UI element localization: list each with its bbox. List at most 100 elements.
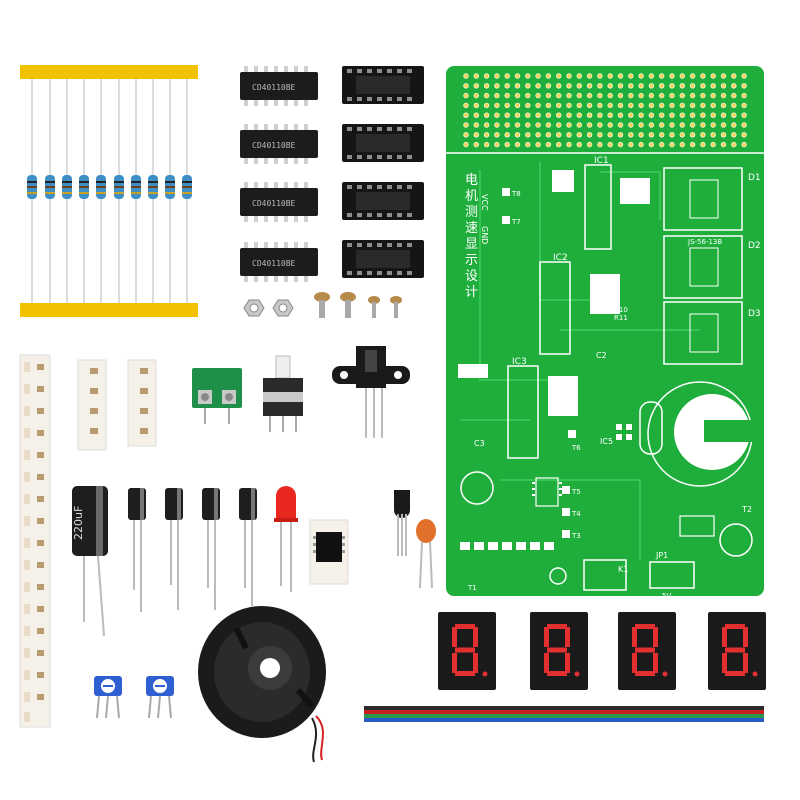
resistor [96,175,106,199]
display-segment [743,653,748,673]
display-model-label: JS-56-13B [687,238,722,246]
display-segment [547,647,567,653]
ic-socket [342,182,424,220]
display-segment [635,647,655,653]
small-capacitor [239,488,257,606]
small-capacitor [165,488,183,610]
small-capacitor [128,488,146,612]
t5-label: T5 [571,488,581,496]
t8-label: T8 [511,190,521,198]
ic-socket [342,124,424,162]
smd-tape-short [77,359,107,451]
d3-footprint: D3 [663,301,761,365]
large-capacitor: 220uF [72,486,108,637]
d3-label: D3 [748,309,761,319]
capacitor-value: 220uF [72,506,85,540]
ic-chip: CD40110BE [240,66,318,106]
ic-chip: CD40110BE [240,242,318,282]
test-points: T8 T7 T5 T4 T3 T6 T1 T2 [467,188,752,592]
dip-chips: CD40110BE CD40110BE CD40110BE CD40110BE [240,66,318,282]
display-segment [725,624,745,629]
c2-label: C2 [596,351,607,360]
terminal-block [192,368,242,424]
screw [390,296,402,318]
chip-part-number: CD40110BE [252,199,296,208]
display-segment [544,627,549,647]
board-title-char: 速 [465,221,478,236]
t7-label: T7 [511,218,521,226]
resistor [45,175,55,199]
ic1-footprint: IC1 [584,156,612,250]
ic-socket [342,240,424,278]
board-title-char: 机 [465,189,478,204]
d2-label: D2 [748,241,761,251]
pcb-board: 电 机 测 速 显 示 设 计 VCC GND IC1 IC2 IC3 D1 [446,66,764,600]
vcc-label: VCC [480,194,489,211]
smd-tape-strips [19,354,157,728]
t1-label: T1 [467,584,477,592]
trim-potentiometer [146,676,174,719]
screw [368,296,380,318]
display-segment [632,627,637,647]
display-segment [725,671,745,676]
chip-part-number: CD40110BE [252,141,296,150]
display-segment [743,627,748,647]
display-segment [473,653,478,673]
c3-label: C3 [474,439,485,448]
gnd-label: GND [480,226,489,244]
resistor [62,175,72,199]
transistor [394,490,410,556]
ic1-label: IC1 [594,156,609,166]
hex-nut [272,299,294,317]
resistor-label: R11 [614,314,628,322]
trim-potentiometer [94,676,122,719]
5v-label: 5V [662,592,671,600]
ic-sockets [342,66,424,278]
nuts-and-screws [243,292,402,318]
sensor-slot: IC5 [600,381,764,487]
t3-label: T3 [571,532,581,540]
ic3-footprint: IC3 [507,357,539,459]
resistor [114,175,124,199]
ic2-label: IC2 [553,253,568,263]
display-segment [632,653,637,673]
display-segment [455,624,475,629]
ribbon-cable [364,706,764,722]
smd-footprint [532,477,562,507]
k1-footprint: K1 [583,559,628,591]
resistor [165,175,175,199]
resistor [131,175,141,199]
display-segment [653,627,658,647]
board-title: 电 机 测 速 显 示 设 计 [465,173,478,300]
seven-segment-display [438,612,496,690]
display-segment [473,627,478,647]
ic5-label: IC5 [600,437,613,446]
screw [314,292,330,318]
board-title-char: 电 [465,173,478,188]
resistor [182,175,192,199]
display-segment [653,653,658,673]
small-capacitors [128,488,257,612]
display-segment [452,627,457,647]
t2-label: T2 [741,505,752,514]
resistor [27,175,37,199]
board-title-char: 测 [465,205,478,220]
resistor [148,175,158,199]
display-segment [452,653,457,673]
display-segment [544,653,549,673]
display-segment [722,627,727,647]
display-segment [455,647,475,653]
d2-footprint: JS-56-13B D2 [663,235,761,299]
t6-label: T6 [571,444,581,452]
chip-part-number: CD40110BE [252,259,296,268]
board-title-char: 显 [465,237,478,252]
ic-chip: CD40110BE [240,124,318,164]
display-segment [635,624,655,629]
ceramic-capacitor [416,519,436,589]
dc-motor-with-disc [198,606,326,763]
small-capacitor [202,488,220,610]
board-title-char: 示 [465,253,478,268]
ic-socket [342,66,424,104]
board-title-char: 计 [465,285,478,300]
